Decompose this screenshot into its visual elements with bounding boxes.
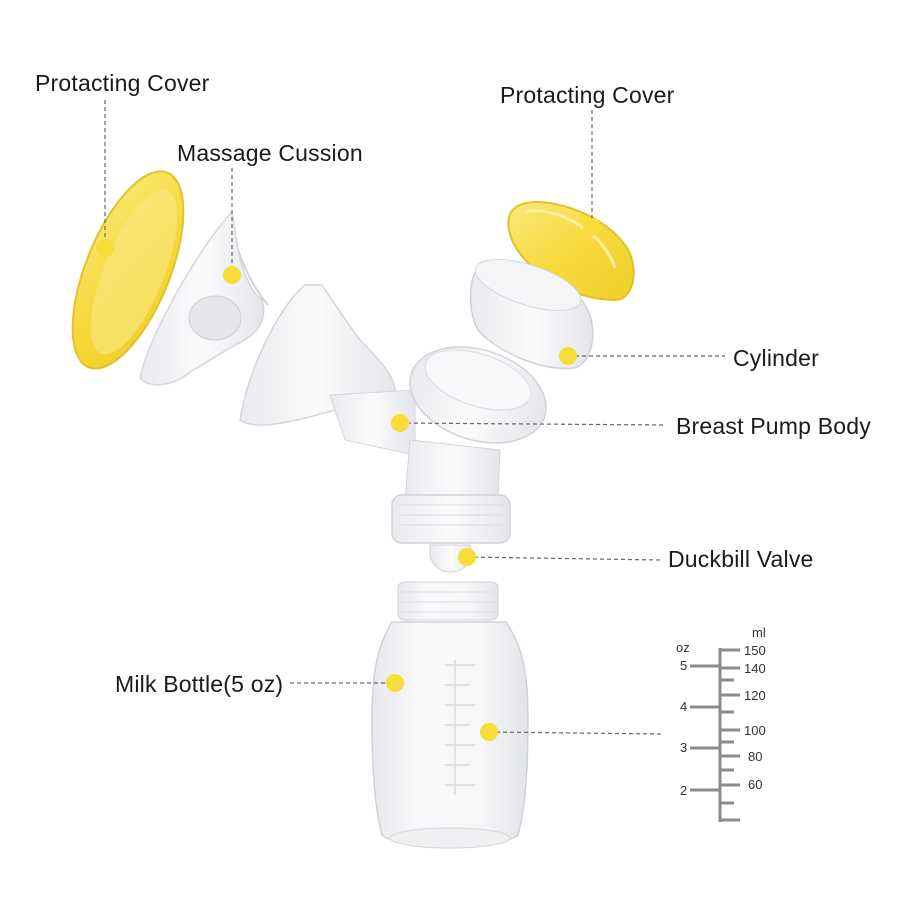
label-breast-pump-body: Breast Pump Body bbox=[676, 413, 871, 440]
callout-dot bbox=[559, 347, 577, 365]
scale-ml-150: 150 bbox=[744, 643, 766, 658]
label-massage-cushion: Massage Cussion bbox=[177, 140, 363, 167]
scale-oz-3: 3 bbox=[680, 740, 687, 755]
label-protecting-cover-left: Protacting Cover bbox=[35, 70, 210, 97]
label-milk-bottle: Milk Bottle(5 oz) bbox=[115, 671, 283, 698]
callout-dot bbox=[223, 266, 241, 284]
scale-ml-80: 80 bbox=[748, 749, 762, 764]
callout-dot bbox=[96, 239, 114, 257]
scale-unit-ml: ml bbox=[752, 625, 766, 640]
scale-unit-oz: oz bbox=[676, 640, 690, 655]
callout-dot bbox=[480, 723, 498, 741]
scale-ml-120: 120 bbox=[744, 688, 766, 703]
scale-ml-100: 100 bbox=[744, 723, 766, 738]
label-protecting-cover-right: Protacting Cover bbox=[500, 82, 675, 109]
scale-oz-2: 2 bbox=[680, 783, 687, 798]
callout-dot bbox=[386, 674, 404, 692]
milk-bottle-part bbox=[372, 582, 528, 848]
measurement-scale bbox=[690, 648, 740, 822]
callout-dot bbox=[583, 218, 601, 236]
callout-dot bbox=[458, 548, 476, 566]
leader-duckbill-valve bbox=[467, 557, 660, 560]
scale-ml-140: 140 bbox=[744, 661, 766, 676]
label-cylinder: Cylinder bbox=[733, 345, 819, 372]
callout-dot bbox=[391, 414, 409, 432]
scale-oz-5: 5 bbox=[680, 658, 687, 673]
label-duckbill-valve: Duckbill Valve bbox=[668, 546, 814, 573]
scale-oz-4: 4 bbox=[680, 699, 687, 714]
scale-ml-60: 60 bbox=[748, 777, 762, 792]
